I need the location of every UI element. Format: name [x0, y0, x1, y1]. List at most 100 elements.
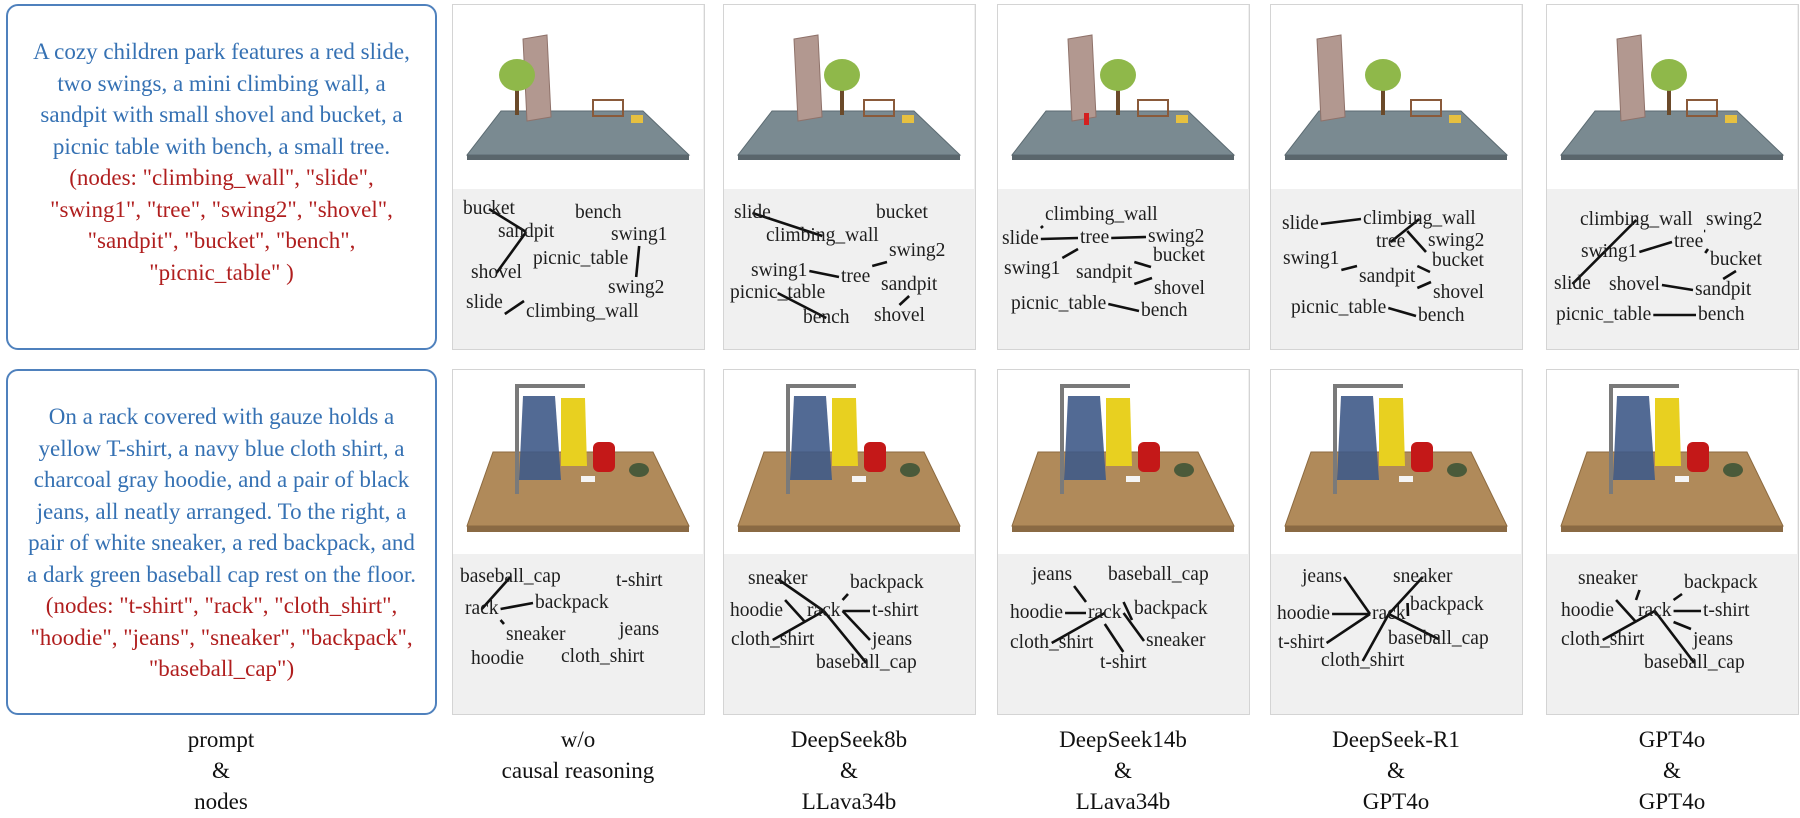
caption-line: DeepSeek-R1: [1332, 727, 1460, 752]
ground-plane: [1010, 110, 1236, 156]
rack-bar: [1333, 384, 1403, 388]
graph-node-picnic-table: picnic_table: [730, 282, 826, 303]
graph-edge-rack-baseball-cap: [1653, 610, 1696, 664]
climbing-wall: [793, 34, 823, 122]
graph-edge-swing1-tree: [1638, 240, 1673, 254]
graph-node-bucket: bucket: [1153, 245, 1205, 266]
scene-illustration: [465, 34, 691, 160]
caption-line: nodes: [194, 789, 248, 814]
graph-edges: [1320, 217, 1432, 318]
sneaker: [581, 476, 595, 482]
graph-node-swing1: swing1: [1581, 241, 1638, 262]
graph-node-slide: slide: [1554, 273, 1591, 294]
prompt-text: On a rack covered with gauze holds a yel…: [27, 404, 416, 587]
tree-canopy: [1651, 59, 1687, 91]
scene-render: [724, 5, 974, 189]
graph-edge-cloth-shirt-rack: [1602, 609, 1656, 642]
graph-node-swing1: swing1: [751, 260, 808, 281]
rack-bar: [1060, 384, 1130, 388]
tree-canopy: [1365, 59, 1401, 91]
cloth-shirt: [519, 396, 561, 480]
bucket: [902, 115, 914, 123]
graph-edge-slide-climbing-wall: [1320, 217, 1362, 226]
graph-node-hoodie: hoodie: [1561, 600, 1615, 621]
caption-line: GPT4o: [1362, 789, 1430, 814]
graph-edge-picnic-table-bench: [1108, 302, 1140, 313]
bucket: [1449, 115, 1461, 123]
graph-node-rack: rack: [1088, 602, 1122, 623]
cloth-shirt: [1613, 396, 1655, 480]
graph-edge-rack-baseball-cap: [822, 610, 868, 664]
graph-node-cloth-shirt: cloth_shirt: [1010, 632, 1094, 653]
graph-node-t-shirt: t-shirt: [1703, 600, 1750, 621]
tree-trunk: [1381, 85, 1385, 115]
caption-deepseek-r1: DeepSeek-R1 & GPT4o: [1271, 724, 1521, 817]
graph-edge-tree-swing2: [871, 260, 888, 268]
graph-edge-slide-climbing-wall: [752, 211, 823, 238]
graph-edge-sandpit-shovel: [495, 231, 528, 274]
t-shirt: [1106, 398, 1132, 466]
graph-edge-baseball-cap-rack: [480, 576, 512, 610]
swing-frame: [1686, 99, 1718, 117]
prompt-box-park: A cozy children park features a red slid…: [6, 4, 437, 350]
baseball-cap: [629, 463, 649, 477]
graph-node-swing1: swing1: [1283, 248, 1340, 269]
caption-line: GPT4o: [1638, 727, 1706, 752]
graph-node-rack: rack: [465, 598, 499, 619]
graph-node-hoodie: hoodie: [1010, 602, 1064, 623]
caption-line: &: [1114, 758, 1132, 783]
graph-edge-sandpit-shovel: [1133, 276, 1153, 286]
t-shirt: [1655, 398, 1681, 466]
prompt-text: A cozy children park features a red slid…: [33, 39, 410, 159]
caption-line: DeepSeek8b: [790, 727, 908, 752]
prompt-nodes: (nodes: "climbing_wall", "slide", "swing…: [50, 165, 393, 285]
graph-edge-rack-jeans: [841, 610, 871, 641]
tree-trunk: [1116, 85, 1120, 115]
slide: [1084, 113, 1089, 125]
tree-canopy: [499, 59, 535, 91]
rack-pole: [786, 384, 790, 494]
graph-edge-sandpit-bucket: [1133, 260, 1152, 269]
rack-bar: [786, 384, 856, 388]
caption-line: &: [840, 758, 858, 783]
graph-edges: [1051, 585, 1146, 653]
graph-node-swing2: swing2: [608, 277, 665, 298]
graph-node-slide: slide: [466, 292, 503, 313]
graph-edge-swing1-tree: [1061, 247, 1079, 260]
graph-node-rack: rack: [1638, 600, 1672, 621]
graph-node-baseball-cap: baseball_cap: [1644, 652, 1745, 673]
tree-canopy: [1100, 59, 1136, 91]
scene-render: [724, 370, 974, 554]
graph-node-backpack: backpack: [1134, 598, 1208, 619]
scene-illustration: [1011, 384, 1235, 532]
scene-illustration: [737, 384, 961, 532]
graph-node-bench: bench: [1418, 305, 1465, 326]
graph-node-slide: slide: [1002, 228, 1039, 249]
tree-canopy: [824, 59, 860, 91]
graph-edge-tree-climbing-wall: [1389, 217, 1421, 244]
graph-node-sandpit: sandpit: [498, 221, 555, 242]
graph-node-cloth-shirt: cloth_shirt: [561, 646, 645, 667]
graph-edge-swing1-swing2: [634, 245, 641, 278]
graph-edge-rack-t-shirt: [1103, 623, 1125, 653]
caption-line: prompt: [187, 727, 255, 752]
graph-edge-slide-climbing-wall: [504, 299, 525, 316]
graph-node-swing2: swing2: [889, 240, 946, 261]
graph-node-climbing-wall: climbing_wall: [526, 301, 639, 322]
graph-edges: [1571, 219, 1737, 317]
caption-prompt-nodes: prompt & nodes: [96, 724, 346, 817]
graph-node-bench: bench: [1698, 304, 1745, 325]
graph-edge-picnic-table-bench: [1387, 306, 1417, 318]
swing-frame: [1137, 99, 1169, 117]
ground-edge: [1012, 155, 1234, 160]
graph-node-cloth-shirt: cloth_shirt: [1321, 650, 1405, 671]
climbing-wall: [522, 34, 552, 122]
graph-node-cloth-shirt: cloth_shirt: [731, 629, 815, 650]
graph-node-t-shirt: t-shirt: [872, 600, 919, 621]
